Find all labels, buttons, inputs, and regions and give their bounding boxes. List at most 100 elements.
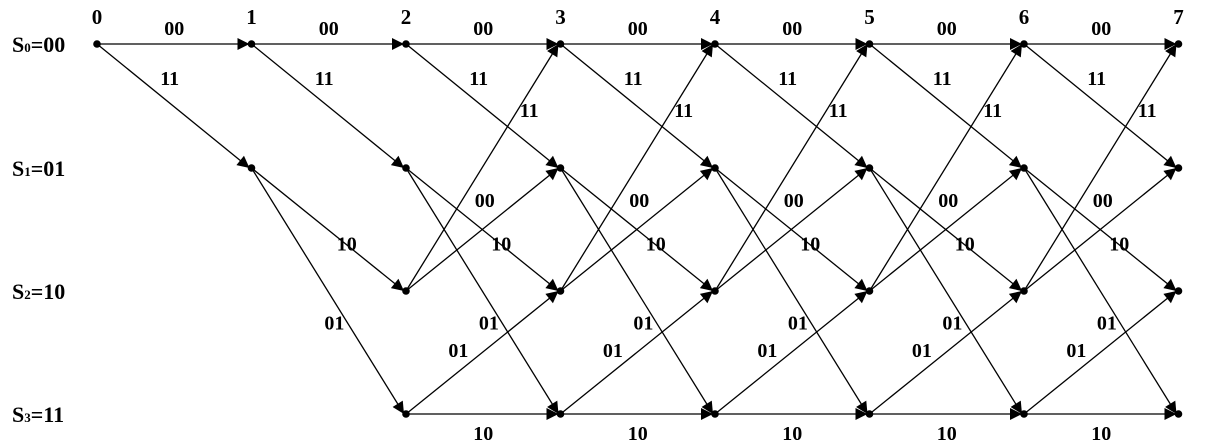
node-01-t1 (247, 164, 256, 172)
node-00-t2 (402, 40, 410, 48)
edge-00-to-01-t5 (869, 43, 1023, 169)
edge-label-00-to-00-t3: 00 (628, 18, 648, 40)
edge-label-01-to-11-t3: 01 (633, 312, 653, 334)
edge-label-11-to-11-t6: 10 (1091, 423, 1111, 441)
node-01-t5 (865, 164, 874, 172)
time-step-label: 2 (401, 5, 412, 29)
edge-label-10-to-01-t5: 00 (938, 190, 958, 212)
node-00-t5 (865, 40, 874, 48)
edge-label-11-to-10-t3: 01 (603, 340, 623, 362)
edge-01-to-11-t6 (1023, 167, 1178, 415)
node-10-t6 (1020, 287, 1028, 295)
node-11-t4 (711, 410, 719, 418)
edge-label-00-to-01-t4: 11 (778, 68, 797, 90)
edge-10-to-01-t6 (1023, 167, 1177, 292)
edge-label-01-to-10-t5: 10 (955, 234, 975, 256)
edge-label-00-to-00-t4: 00 (782, 18, 802, 40)
edge-label-00-to-01-t3: 11 (624, 68, 643, 90)
edge-01-to-11-t2 (405, 167, 560, 415)
node-11-t3 (556, 410, 565, 418)
node-00-t0 (93, 40, 101, 48)
node-00-t1 (247, 40, 256, 48)
edge-label-00-to-01-t5: 11 (933, 68, 952, 90)
node-01-t7 (1174, 164, 1183, 172)
edge-10-to-00-t6 (1023, 43, 1178, 292)
edge-label-01-to-10-t6: 10 (1109, 234, 1129, 256)
edge-label-11-to-11-t2: 10 (473, 423, 493, 441)
edge-01-to-11-t1 (250, 167, 405, 415)
edge-label-01-to-10-t2: 10 (491, 234, 511, 256)
time-step-label: 4 (710, 5, 721, 29)
edge-label-10-to-00-t3: 11 (674, 100, 693, 122)
edge-10-to-01-t5 (869, 167, 1023, 292)
edge-00-to-01-t0 (96, 43, 250, 169)
edge-label-00-to-01-t0: 11 (160, 68, 179, 90)
state-label: S1=01 (12, 156, 65, 181)
edge-label-10-to-01-t4: 00 (784, 190, 804, 212)
node-11-t7 (1174, 410, 1183, 418)
edge-label-01-to-11-t5: 01 (942, 312, 962, 334)
edge-label-01-to-11-t2: 01 (479, 312, 499, 334)
edge-10-to-00-t3 (559, 43, 714, 292)
time-step-label: 1 (246, 5, 257, 29)
edge-10-to-00-t5 (868, 43, 1023, 292)
edge-01-to-10-t1 (251, 167, 405, 292)
node-11-t6 (1020, 410, 1028, 418)
edge-00-to-01-t3 (560, 43, 714, 169)
edge-label-11-to-11-t4: 10 (782, 423, 802, 441)
edge-label-10-to-00-t6: 11 (1138, 100, 1157, 122)
edge-label-11-to-10-t6: 01 (1066, 340, 1086, 362)
edge-label-00-to-00-t5: 00 (937, 18, 957, 40)
edge-10-to-01-t2 (405, 167, 559, 292)
edge-11-to-10-t6 (1023, 290, 1177, 415)
edge-00-to-01-t1 (251, 43, 405, 169)
node-10-t2 (402, 287, 410, 295)
edge-label-10-to-01-t3: 00 (629, 190, 649, 212)
time-step-label: 5 (864, 5, 875, 29)
edge-label-10-to-00-t2: 11 (520, 100, 539, 122)
edge-label-00-to-01-t2: 11 (469, 68, 488, 90)
node-10-t5 (865, 287, 874, 295)
edge-label-01-to-10-t1: 10 (337, 234, 357, 256)
state-label: S2=10 (12, 279, 65, 304)
edge-label-00-to-00-t6: 00 (1091, 18, 1111, 40)
edge-label-11-to-11-t5: 10 (937, 423, 957, 441)
nodes-layer (93, 40, 1183, 418)
edge-10-to-01-t4 (714, 167, 868, 292)
edge-label-11-to-10-t2: 01 (448, 340, 468, 362)
edge-label-01-to-10-t4: 10 (800, 234, 820, 256)
node-10-t7 (1174, 287, 1183, 295)
node-01-t6 (1020, 164, 1028, 172)
node-11-t5 (865, 410, 874, 418)
time-step-label: 0 (92, 5, 103, 29)
edges-layer (96, 38, 1178, 420)
edge-00-to-01-t6 (1023, 43, 1177, 169)
edge-label-01-to-10-t3: 10 (646, 234, 666, 256)
edge-label-10-to-00-t5: 11 (983, 100, 1002, 122)
time-step-label: 3 (555, 5, 566, 29)
edge-01-to-11-t3 (559, 167, 714, 415)
edge-label-01-to-11-t6: 01 (1097, 312, 1117, 334)
edge-label-10-to-01-t6: 00 (1093, 190, 1113, 212)
edge-11-to-10-t4 (714, 290, 868, 415)
node-00-t6 (1020, 40, 1028, 48)
node-10-t3 (556, 287, 565, 295)
edge-11-to-10-t2 (405, 290, 559, 415)
state-label: S3=11 (12, 402, 64, 427)
time-step-label: 7 (1173, 5, 1184, 29)
state-label: S0=00 (12, 32, 65, 57)
node-01-t3 (556, 164, 565, 172)
edge-10-to-00-t2 (405, 43, 560, 292)
edge-label-01-to-11-t4: 01 (788, 312, 808, 334)
node-01-t2 (402, 164, 410, 172)
edge-label-00-to-00-t2: 00 (473, 18, 493, 40)
edge-10-to-00-t4 (714, 43, 869, 292)
edge-label-01-to-11-t1: 01 (324, 312, 344, 334)
edge-01-to-11-t4 (714, 167, 869, 415)
edge-11-to-10-t3 (560, 290, 714, 415)
node-11-t2 (402, 410, 410, 418)
node-01-t4 (711, 164, 719, 172)
